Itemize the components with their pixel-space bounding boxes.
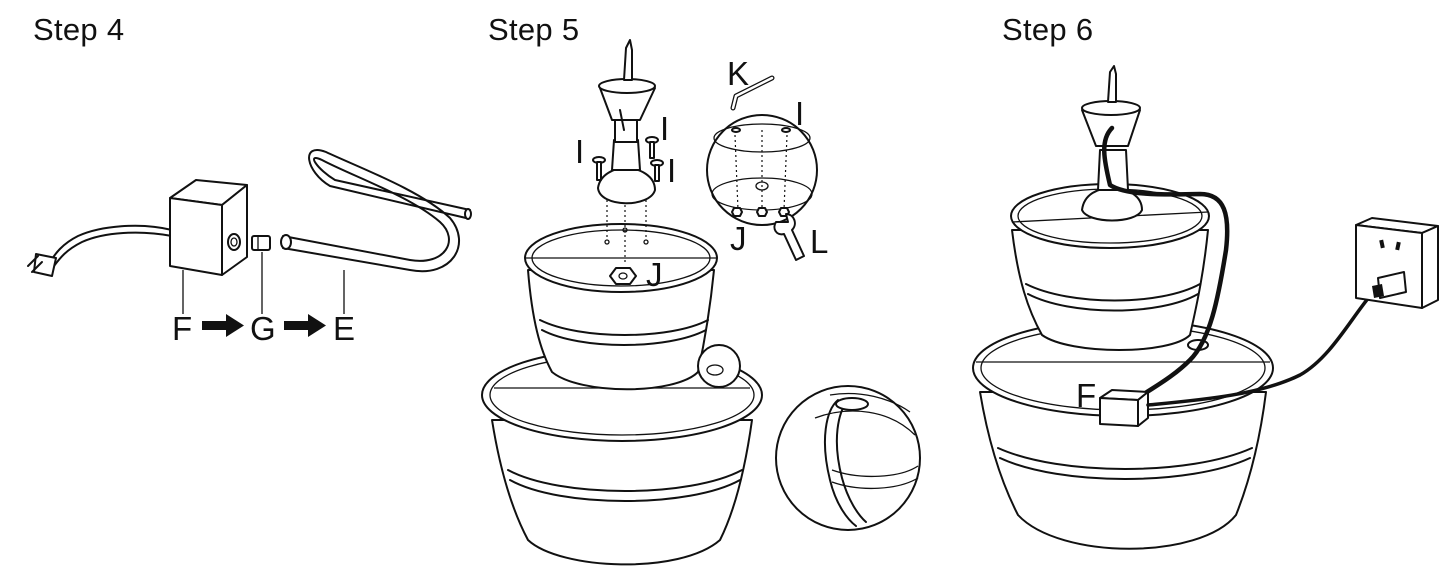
step-6-title: Step 6 [1002, 12, 1094, 47]
arrow-right-icon [202, 314, 244, 337]
adapter-box-icon [1099, 389, 1149, 427]
step-5-title: Step 5 [488, 12, 580, 47]
step-4-panel: F G E [27, 149, 472, 347]
upper-basin [524, 223, 718, 391]
label-detail-nut-j: J [730, 220, 747, 257]
label-wrench-l: L [810, 223, 828, 260]
plug-icon [27, 224, 173, 277]
connector-icon [251, 235, 271, 251]
label-connector-g: G [250, 310, 276, 347]
nut-icon [609, 267, 637, 285]
arrow-right-icon [284, 314, 326, 337]
adapter-box-icon [169, 179, 248, 276]
label-screw-right-bottom: I [667, 152, 676, 189]
label-adapter-f: F [172, 310, 192, 347]
step-6-panel: F [972, 65, 1439, 550]
fountain-icon [1081, 65, 1143, 222]
cable-detail-icon [775, 385, 921, 531]
label-hose-e: E [333, 310, 355, 347]
power-cable [1146, 288, 1382, 407]
wrench-icon [773, 213, 805, 261]
label-detail-screw-i: I [795, 95, 804, 132]
allen-key-icon [730, 75, 775, 111]
hose-icon [280, 149, 472, 273]
label-nut-j: J [646, 256, 663, 293]
screw-icon [592, 136, 664, 182]
step-5-panel: J [481, 39, 921, 566]
wall-outlet-icon [1355, 217, 1439, 309]
label-allen-key-k: K [727, 55, 749, 92]
lower-basin-assembled [972, 319, 1274, 550]
label-screw-right-top: I [660, 110, 669, 147]
label-adapter-f-step6: F [1076, 377, 1096, 414]
fountain-icon [597, 39, 656, 205]
step-4-title: Step 4 [33, 12, 125, 47]
pump-cable [1102, 125, 1230, 401]
label-screw-left: I [575, 133, 584, 170]
